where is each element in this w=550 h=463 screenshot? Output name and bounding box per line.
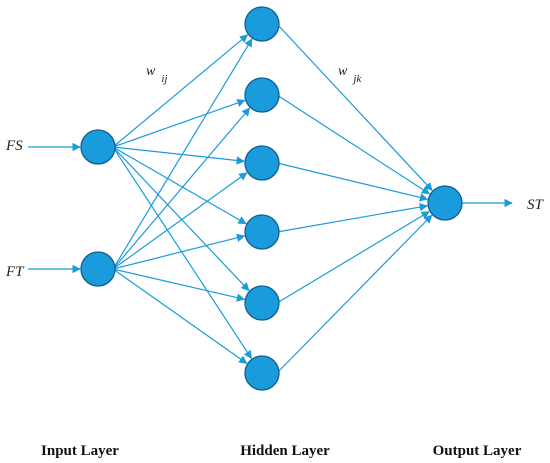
layer-title-hidden: Hidden Layer <box>240 443 330 459</box>
edge-input2-hidden4 <box>112 233 246 270</box>
hidden-node-3 <box>244 145 280 181</box>
hidden-node-6 <box>244 355 280 391</box>
edge-input2-hidden1 <box>112 38 253 270</box>
hidden-node-5 <box>244 285 280 321</box>
edge-hidden4-output <box>276 202 429 233</box>
input-label-fs: FS <box>5 138 23 154</box>
layer-title-input: Input Layer <box>41 443 119 459</box>
edge-hidden1-output <box>276 23 433 192</box>
edge-input2-hidden3 <box>112 172 248 270</box>
hidden-node-4 <box>244 214 280 250</box>
input-node-1 <box>80 129 116 165</box>
output-node <box>427 185 463 221</box>
edge-input1-hidden6 <box>112 146 252 360</box>
output-label-st: ST <box>527 197 545 213</box>
weight-wjk-base: w <box>338 64 348 79</box>
edge-input2-hidden5 <box>112 268 246 302</box>
weight-wij-sub: ij <box>161 73 167 85</box>
edge-hidden3-output <box>276 162 429 202</box>
edge-input1-hidden1 <box>112 34 249 148</box>
edge-hidden6-output <box>276 214 433 374</box>
connections-group <box>28 23 513 374</box>
hidden-node-2 <box>244 77 280 113</box>
input-node-2 <box>80 251 116 287</box>
hidden-node-1 <box>244 6 280 42</box>
edge-input2-hidden6 <box>112 268 248 364</box>
edge-input2-hidden2 <box>112 107 251 270</box>
weight-wjk-sub: jk <box>351 73 362 85</box>
edge-hidden5-output <box>276 211 430 304</box>
input-label-ft: FT <box>5 264 25 280</box>
edge-hidden2-output <box>276 94 431 195</box>
edge-input1-hidden2 <box>112 98 246 148</box>
weight-label-wjk: w jk <box>338 62 362 85</box>
weight-wij-base: w <box>146 64 156 79</box>
edge-input1-hidden4 <box>112 146 247 225</box>
weight-label-wij: w ij <box>146 62 167 85</box>
nodes-group <box>80 6 463 391</box>
layer-title-output: Output Layer <box>433 443 522 459</box>
edge-input1-hidden3 <box>112 146 245 165</box>
edge-input1-hidden5 <box>112 146 250 292</box>
